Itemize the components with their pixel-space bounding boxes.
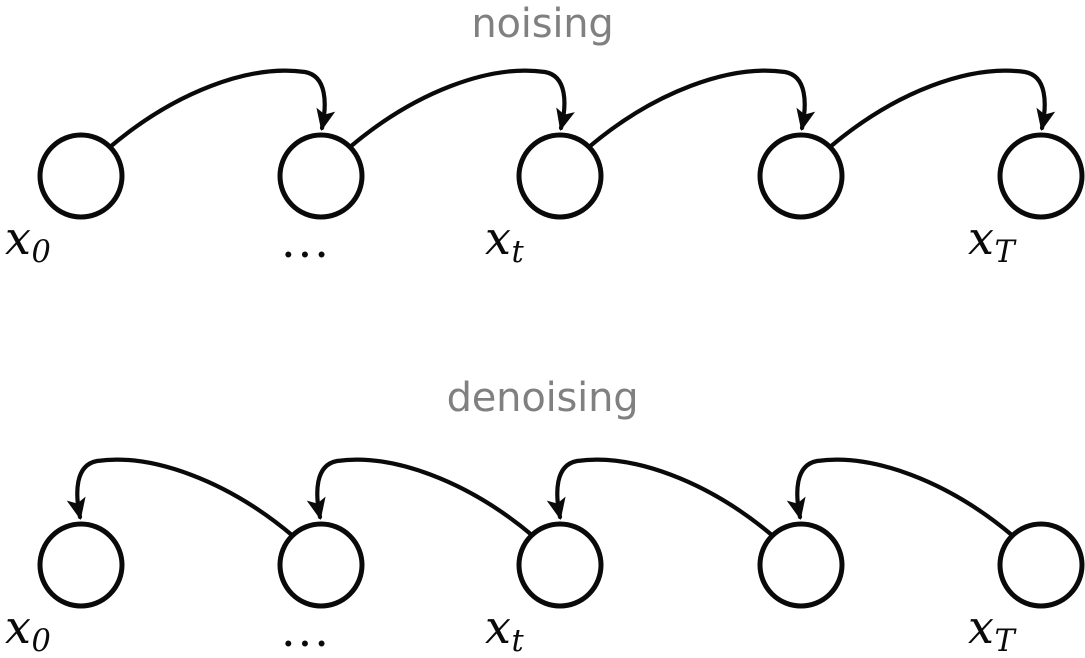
noising-arrow-3: [586, 68, 816, 150]
noising-node-circles: [37, 132, 1085, 220]
node-label-x0-noising: x0: [5, 215, 51, 268]
noising-arrow-1: [107, 68, 336, 150]
denoising-section-label: denoising: [446, 375, 639, 421]
node-label-xt-denoising-sub: t: [511, 624, 524, 658]
noising-arrow-group: [107, 68, 1056, 150]
noising-arrow-2: [347, 68, 575, 150]
denoising-arrow-2: [306, 457, 536, 539]
node-label-x0-noising-sub: 0: [31, 235, 51, 271]
node-label-xT-denoising-sub: T: [994, 624, 1015, 658]
denoising-arrow-1: [66, 457, 296, 539]
node-label-xT-noising: xT: [968, 215, 1015, 268]
node-label-xt-denoising: xt: [485, 604, 524, 657]
node-label-xT-noising-base: x: [968, 211, 994, 265]
node-label-x0-denoising-base: x: [5, 600, 31, 654]
noising-arrow-4: [827, 68, 1056, 150]
node-label-xT-denoising: xT: [968, 604, 1015, 657]
node-circle-mid1-noising: [277, 132, 365, 220]
denoising-node-circles: [37, 521, 1085, 609]
node-circle-mid2-denoising: [757, 521, 845, 609]
node-circle-mid1-denoising: [277, 521, 365, 609]
denoising-arrow-group: [66, 457, 1016, 539]
node-circle-xT-noising: [997, 132, 1085, 220]
denoising-arrow-4: [786, 457, 1016, 539]
node-label-xT-noising-sub: T: [994, 235, 1015, 271]
node-label-ellipsis-denoising: ...: [281, 603, 331, 657]
denoising-arrow-3: [546, 457, 776, 539]
node-circle-xt-noising: [516, 132, 604, 220]
node-circle-xT-denoising: [997, 521, 1085, 609]
node-label-xt-noising-base: x: [485, 211, 511, 265]
node-circle-xt-denoising: [516, 521, 604, 609]
node-label-x0-noising-base: x: [5, 211, 31, 265]
noising-section-label: noising: [471, 1, 614, 47]
node-label-xT-denoising-base: x: [968, 600, 994, 654]
node-label-xt-denoising-base: x: [485, 600, 511, 654]
node-circle-mid2-noising: [757, 132, 845, 220]
node-circle-x0-denoising: [37, 521, 125, 609]
node-label-x0-denoising-sub: 0: [31, 624, 51, 658]
node-label-xt-noising-sub: t: [511, 235, 524, 271]
node-label-x0-denoising: x0: [5, 604, 51, 657]
node-label-ellipsis-noising: ...: [281, 214, 331, 268]
node-circle-x0-noising: [37, 132, 125, 220]
node-label-xt-noising: xt: [485, 215, 524, 268]
